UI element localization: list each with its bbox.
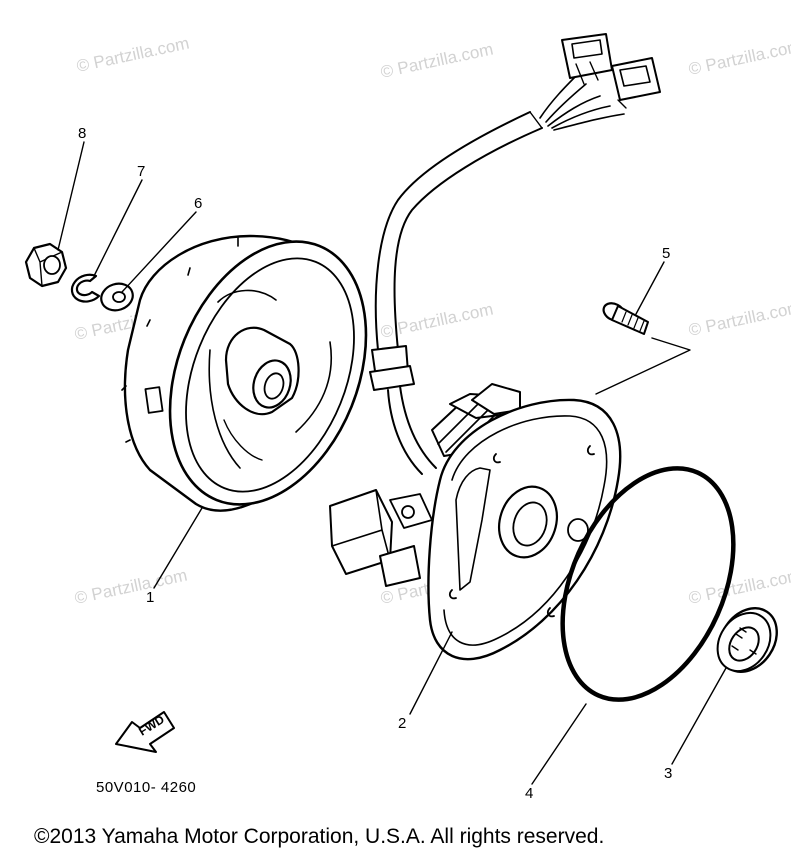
leader-line-2 — [409, 631, 453, 715]
callout-5: 5 — [662, 245, 670, 262]
leader-line-5 — [635, 261, 665, 315]
callout-6: 6 — [194, 195, 202, 212]
callout-1: 1 — [146, 589, 154, 606]
watermark-text: © Partzilla.com — [687, 37, 791, 79]
leader-line-6 — [121, 211, 197, 293]
wire-harness — [369, 33, 661, 475]
part-2-stator — [329, 383, 622, 661]
leader-line-1 — [153, 507, 203, 589]
copyright-text: ©2013 Yamaha Motor Corporation, U.S.A. A… — [34, 825, 604, 848]
leader-line-5-branch — [595, 337, 691, 395]
part-1-rotor — [121, 234, 368, 512]
part-5-screw — [602, 302, 649, 335]
fwd-arrow: FWD — [115, 711, 175, 753]
watermark-text: © Partzilla.com — [73, 566, 189, 608]
part-3-bearing — [716, 607, 778, 673]
watermark-text: © Partzilla.com — [687, 298, 791, 340]
callouts: 8 7 6 5 1 2 4 3 — [78, 125, 672, 802]
callout-8: 8 — [78, 125, 86, 142]
part-4-o-ring — [560, 466, 736, 702]
watermark-text: © Partzilla.com — [75, 34, 191, 76]
leader-line-8 — [57, 141, 85, 251]
watermark-text: © Partzilla.com — [379, 40, 495, 82]
part-8-nut — [24, 242, 68, 288]
leader-lines — [57, 141, 727, 785]
part-7-lock-washer — [70, 273, 101, 303]
drawing-code: 50V010- 4260 — [96, 779, 196, 796]
callout-4: 4 — [525, 785, 533, 802]
leader-line-3 — [671, 667, 727, 765]
part-6-washer — [100, 282, 134, 312]
callout-3: 3 — [664, 765, 672, 782]
callout-2: 2 — [398, 715, 406, 732]
leader-line-7 — [93, 179, 143, 277]
callout-7: 7 — [137, 163, 145, 180]
leader-line-4 — [531, 703, 587, 785]
watermark-text: © Partzilla.com — [687, 566, 791, 608]
